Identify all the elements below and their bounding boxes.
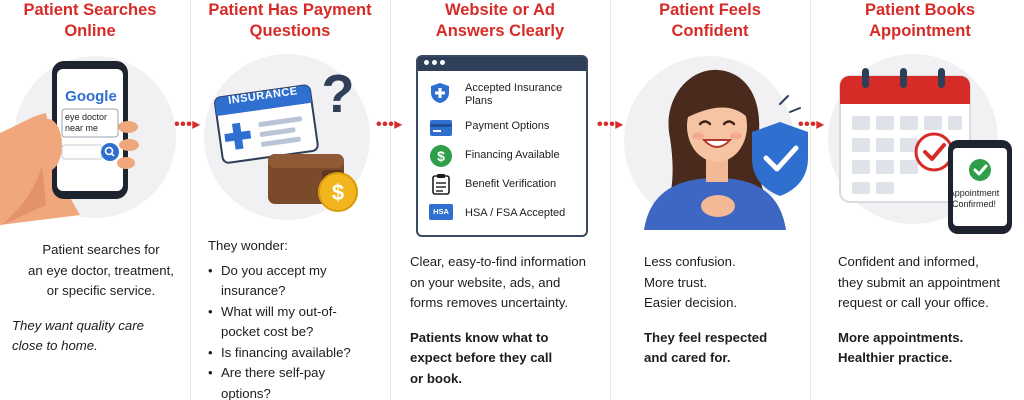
text-line: Clear, easy-to-find information [410,254,586,269]
step-title: Website or Ad Answers Clearly [435,1,565,40]
svg-text:?: ? [322,64,355,124]
text-line: Confident and informed, [838,254,979,269]
step-description: Patient searches for an eye doctor, trea… [12,240,190,357]
step-description: Less confusion. More trust. Easier decis… [644,252,804,369]
divider-4 [810,0,811,400]
text-line: close to home. [12,338,98,353]
text-line: Healthier practice. [838,350,953,365]
search-query-text: eye doctor near me [65,112,107,134]
step-feels-confident: Patient Feels Confident Less confusion. … [610,0,810,400]
flow-arrow-4: •••▸ [798,116,825,133]
text-line: They want quality care [12,317,144,333]
shield-plus-icon [431,83,449,103]
text-line: they submit an appointment [838,274,1001,290]
text-line: Easier decision. [644,295,738,310]
credit-card-icon [430,120,452,136]
text-line: or book. [410,370,463,386]
window-titlebar [418,57,586,71]
step-title: Patient Searches Online [23,1,157,40]
list-item: What will my out-of-pocket cost be? [208,302,388,343]
insurance-wallet-illustration: ? $ [214,64,358,212]
text-line: Less confusion. [644,254,736,269]
text-line: or specific service. [46,283,156,298]
text-line: Patient searches for [42,242,160,257]
text-line: request or call your office. [838,295,989,310]
appointment-confirmed-label: Appointment Confirmed! [948,188,1000,209]
text-line: on your website, ads, and [410,274,561,290]
step-description: They wonder: Do you accept my insurance?… [208,236,388,400]
step-title: Patient Has Payment Questions [208,1,372,40]
text-line: an eye doctor, treatment, [28,262,174,278]
google-logo: Google [65,88,117,105]
divider-2 [390,0,391,400]
text-line: Patients know what to [410,329,549,345]
flow-arrow-1: •••▸ [174,116,201,133]
text-line: More trust. [644,274,708,290]
svg-text:$: $ [437,148,445,164]
list-item: Do you accept my insurance? [208,261,388,302]
text-line: They wonder: [208,238,288,253]
step-description: Clear, easy-to-find information on your … [410,252,610,389]
dollar-icon: $ [430,145,452,167]
search-query-line: near me [65,123,99,133]
text-line: More appointments. [838,329,964,345]
step-website-answers: Website or Ad Answers Clearly Clear, eas… [390,0,610,400]
list-item: Are there self-pay options? [208,363,388,400]
question-list: Do you accept my insurance? What will my… [208,261,388,400]
step-search-online: Patient Searches Online Google eye docto… [0,0,190,400]
flow-arrow-2: •••▸ [376,116,403,133]
flow-arrow-3: •••▸ [597,116,624,133]
step-title: Patient Feels Confident [659,1,761,40]
step-books-appointment: Patient Books Appointment Appointment Co… [810,0,1024,400]
list-item: Is financing available? [208,343,388,364]
step-payment-questions: Patient Has Payment Questions ? $ INSURA… [190,0,390,400]
clipboard-icon [432,174,450,195]
svg-text:$: $ [332,180,344,205]
text-line: forms removes uncertainty. [410,295,569,310]
hsa-card-icon: HSA [429,204,453,220]
text-line: and cared for. [644,350,731,365]
phone-in-hand-icon [0,61,139,225]
calendar-check-illustration [839,68,1012,234]
step-description: Confident and informed, they submit an a… [838,252,1022,369]
search-query-line: eye doctor [65,112,108,122]
divider-1 [190,0,191,400]
confident-patient-illustration [644,69,808,230]
step-title: Patient Books Appointment [864,1,976,40]
divider-3 [610,0,611,400]
text-line: expect before they call [410,350,553,365]
text-line: They feel respected [644,329,768,345]
